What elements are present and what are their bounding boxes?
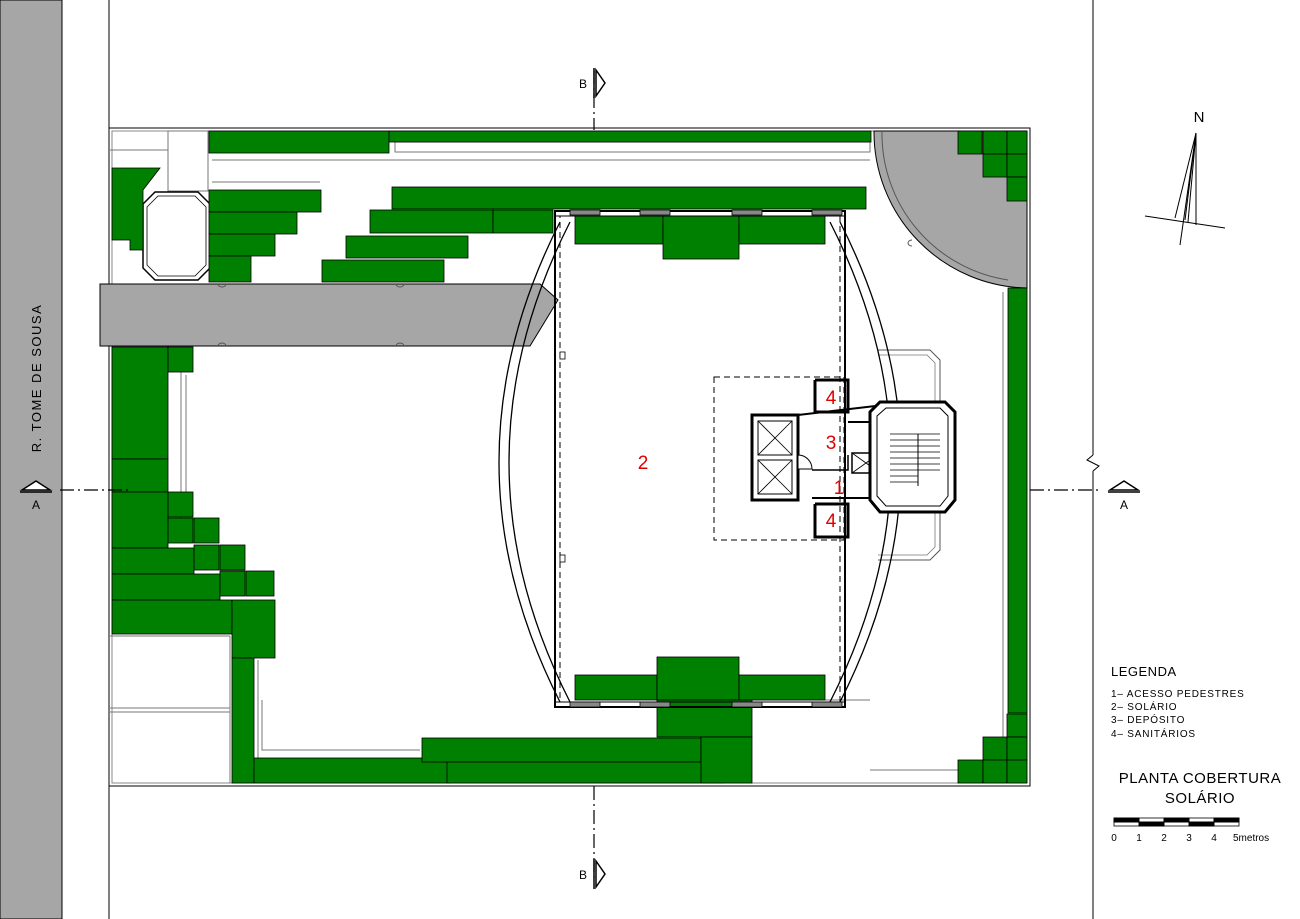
plaza-mark: [907, 239, 913, 247]
section-b-top-label: B: [579, 77, 587, 91]
room-number-restroom-top: 4: [826, 388, 837, 409]
room-number-solarium: 2: [638, 453, 649, 474]
scale-label-5: 5metros: [1233, 833, 1269, 844]
north-label: N: [1194, 109, 1205, 126]
room-number-access: 1: [834, 478, 845, 499]
room-number-storage: 3: [826, 433, 837, 454]
stair-treads: [890, 439, 940, 483]
solarium-structure: [498, 210, 902, 708]
north-arrow: [1144, 132, 1226, 246]
planting-beds: [111, 130, 1028, 784]
section-b-bottom-label: B: [579, 868, 587, 882]
section-a-left-label: A: [32, 498, 40, 512]
room-number-restroom-bottom: 4: [826, 511, 837, 532]
street-strip: [0, 0, 63, 919]
legend-item-1: 1– ACESSO PEDESTRES: [1111, 689, 1245, 700]
octagon-pavilion: [142, 191, 211, 281]
plaza-inner-arc: [881, 130, 1009, 281]
legend-title: LEGENDA: [1111, 664, 1177, 679]
core-overhang: [713, 376, 845, 541]
stairwell: [868, 400, 957, 514]
octagon-pavilion-inner: [146, 195, 207, 277]
service-core: [750, 378, 891, 539]
section-marker-a-right: A: [1107, 480, 1141, 512]
legend-item-3: 3– DEPÓSITO: [1111, 713, 1185, 726]
street-name-label: R. TOME DE SOUSA: [29, 304, 44, 453]
path-marks: [217, 283, 405, 347]
lot-boundary-right: [1086, 0, 1100, 919]
paved-path: [99, 283, 559, 347]
structure-columns: [559, 209, 843, 708]
drawing-title-line2: SOLÁRIO: [1165, 790, 1235, 807]
legend-item-4: 4– SANITÁRIOS: [1111, 727, 1196, 740]
scale-label-0: 0: [1111, 833, 1117, 844]
section-marker-b-bottom: B: [579, 858, 606, 890]
scale-label-1: 1: [1136, 833, 1142, 844]
drawing-title-line1: PLANTA COBERTURA: [1119, 770, 1281, 787]
section-marker-b-top: B: [579, 67, 606, 99]
scale-bar: [1113, 817, 1240, 827]
scale-label-4: 4: [1211, 833, 1217, 844]
legend-item-2: 2– SOLÁRIO: [1111, 700, 1177, 713]
section-a-right-label: A: [1120, 498, 1128, 512]
scale-label-2: 2: [1161, 833, 1167, 844]
section-marker-a-left: A: [19, 480, 53, 512]
scale-label-3: 3: [1186, 833, 1192, 844]
